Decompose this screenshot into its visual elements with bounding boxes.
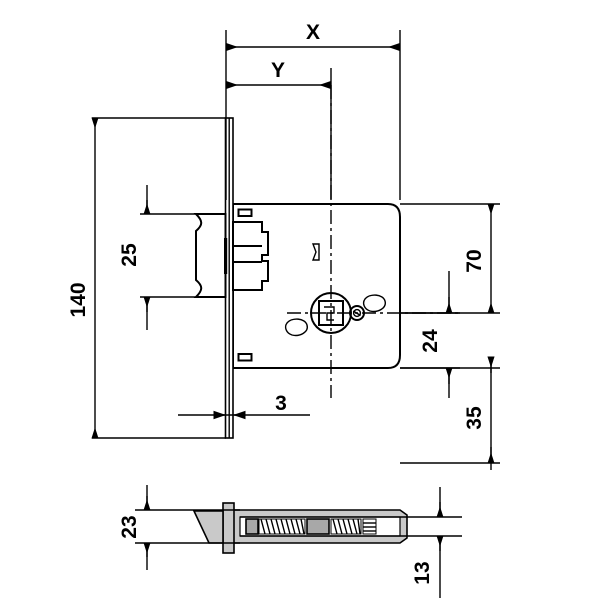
spindle-square xyxy=(318,300,344,326)
latch-slot xyxy=(224,238,228,274)
dimension-y: Y xyxy=(225,59,332,200)
section-mech-block-1 xyxy=(245,518,259,535)
d24-label: 24 xyxy=(419,329,442,353)
section-spring-2-coils xyxy=(332,518,361,535)
screw-boss-circle xyxy=(349,305,365,321)
dimension-25: 25 xyxy=(118,185,200,330)
dimension-13: 13 xyxy=(400,487,462,598)
y-dim-label: Y xyxy=(271,59,285,82)
d70-label: 70 xyxy=(463,249,486,272)
upper-screw-slot xyxy=(237,208,253,217)
d23-label: 23 xyxy=(118,515,141,538)
d13-label: 13 xyxy=(411,561,434,584)
spindle-inner-detail xyxy=(324,306,335,321)
casting-pocket-lower xyxy=(284,318,308,337)
section-plate-stack xyxy=(362,518,377,535)
d25-label: 25 xyxy=(118,243,141,267)
d3-label: 3 xyxy=(275,392,287,415)
dimension-70: 70 xyxy=(400,203,500,314)
side-section-view xyxy=(192,502,408,554)
dimension-x: X xyxy=(225,21,401,200)
dimension-140: 140 xyxy=(67,117,226,439)
lower-screw-slot xyxy=(237,353,253,362)
screw-boss-inner xyxy=(352,308,362,318)
section-spring-2 xyxy=(330,518,362,535)
dimension-35: 35 xyxy=(400,356,500,470)
x-dim-label: X xyxy=(306,21,320,44)
direction-indicator-icon xyxy=(311,243,320,261)
lock-case-body xyxy=(232,203,401,369)
casting-pocket-upper xyxy=(362,294,386,313)
dimension-3: 3 xyxy=(178,392,310,420)
d35-label: 35 xyxy=(463,406,486,430)
d140-label: 140 xyxy=(67,282,90,317)
section-spring-1 xyxy=(258,518,306,535)
section-spring-1-coils xyxy=(260,518,305,535)
screw-slot-line xyxy=(352,310,361,317)
section-mech-block-2 xyxy=(306,518,330,535)
dimension-23: 23 xyxy=(118,485,240,570)
